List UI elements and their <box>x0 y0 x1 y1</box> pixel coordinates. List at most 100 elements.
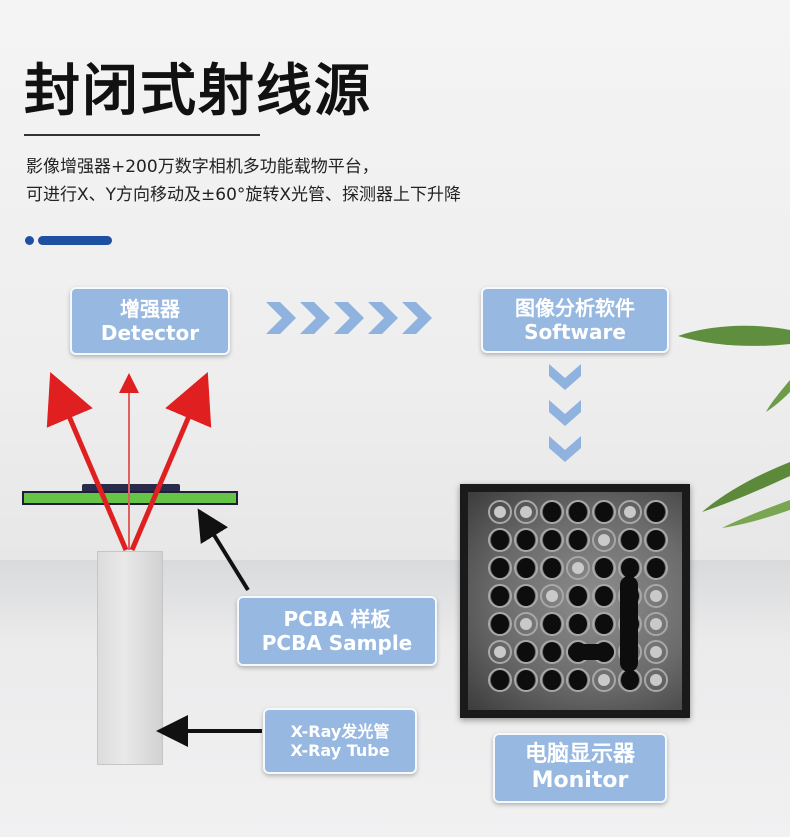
solder-ball <box>517 530 535 550</box>
via-ring <box>592 584 616 608</box>
via-ring <box>540 556 564 580</box>
via-ring <box>540 640 564 664</box>
solder-ball <box>569 670 587 690</box>
via-ring <box>540 612 564 636</box>
via-ring <box>644 556 668 580</box>
solder-ball <box>491 670 509 690</box>
solder-ball <box>647 558 665 578</box>
via-ring <box>488 640 512 664</box>
via-ring <box>488 584 512 608</box>
detector-label: 增强器 Detector <box>70 287 230 355</box>
solder-ball <box>569 530 587 550</box>
solder-ball <box>543 642 561 662</box>
via-ring <box>488 668 512 692</box>
solder-ball <box>491 614 509 634</box>
leaf-icon <box>678 325 790 346</box>
via-ring <box>488 612 512 636</box>
software-label: 图像分析软件 Software <box>481 287 669 353</box>
solder-ball <box>491 586 509 606</box>
solder-ball <box>494 646 506 658</box>
solder-ball <box>543 558 561 578</box>
solder-ball <box>517 558 535 578</box>
pcba-label-cn: PCBA 样板 <box>283 607 391 631</box>
detector-label-en: Detector <box>100 321 200 345</box>
solder-ball <box>647 502 665 522</box>
via-ring <box>514 612 538 636</box>
solder-ball <box>517 586 535 606</box>
via-ring <box>540 584 564 608</box>
xray-image <box>488 500 668 692</box>
solder-ball <box>543 502 561 522</box>
via-ring <box>644 528 668 552</box>
leaf-icon <box>702 462 790 512</box>
monitor-label: 电脑显示器 Monitor <box>493 733 667 803</box>
solder-ball <box>595 614 613 634</box>
via-ring <box>488 556 512 580</box>
solder-ball <box>621 670 639 690</box>
via-ring <box>540 528 564 552</box>
solder-ball <box>650 590 662 602</box>
via-ring <box>644 668 668 692</box>
via-ring <box>514 556 538 580</box>
solder-ball <box>543 530 561 550</box>
solder-ball <box>517 670 535 690</box>
via-ring <box>592 612 616 636</box>
software-label-cn: 图像分析软件 <box>515 296 635 320</box>
solder-ball <box>650 646 662 658</box>
xray-beam-left-icon <box>46 371 129 551</box>
solder-ball <box>491 558 509 578</box>
via-ring <box>592 556 616 580</box>
solder-ball <box>520 506 532 518</box>
via-ring <box>592 528 616 552</box>
description-line-2: 可进行X、Y方向移动及±60°旋转X光管、探测器上下升降 <box>26 185 462 205</box>
via-ring <box>566 668 590 692</box>
via-ring <box>592 500 616 524</box>
via-ring <box>514 640 538 664</box>
pcba-chip <box>82 484 180 492</box>
solder-bridge-vertical <box>620 576 638 672</box>
leaf-icon <box>722 500 790 528</box>
via-ring <box>488 528 512 552</box>
via-ring <box>514 668 538 692</box>
via-ring <box>566 528 590 552</box>
via-ring <box>618 500 642 524</box>
xray-tube-body <box>97 551 163 765</box>
solder-ball <box>650 674 662 686</box>
via-ring <box>566 612 590 636</box>
xray-tube-label-en: X-Ray Tube <box>290 741 390 760</box>
via-ring <box>540 500 564 524</box>
via-ring <box>644 500 668 524</box>
via-ring <box>644 584 668 608</box>
via-ring <box>514 584 538 608</box>
via-ring <box>566 500 590 524</box>
via-ring <box>566 556 590 580</box>
solder-ball <box>569 502 587 522</box>
solder-ball <box>543 614 561 634</box>
solder-ball <box>595 558 613 578</box>
monitor-label-cn: 电脑显示器 <box>524 741 635 767</box>
via-ring <box>566 584 590 608</box>
solder-ball <box>647 530 665 550</box>
solder-ball <box>546 590 558 602</box>
leaf-icon <box>766 380 790 412</box>
solder-ball <box>595 502 613 522</box>
solder-ball <box>491 530 509 550</box>
solder-ball <box>572 562 584 574</box>
xray-beam-right-icon <box>129 371 212 551</box>
via-ring <box>488 500 512 524</box>
solder-ball <box>520 618 532 630</box>
via-ring <box>514 500 538 524</box>
monitor-frame <box>460 484 690 718</box>
solder-ball <box>624 506 636 518</box>
via-ring <box>540 668 564 692</box>
solder-ball <box>621 530 639 550</box>
xray-tube-label-cn: X-Ray发光管 <box>290 721 390 741</box>
solder-ball <box>517 642 535 662</box>
solder-ball <box>595 586 613 606</box>
solder-ball <box>543 670 561 690</box>
monitor-label-en: Monitor <box>531 768 629 793</box>
solder-ball <box>598 534 610 546</box>
via-ring <box>644 640 668 664</box>
xray-tube-label: X-Ray发光管 X-Ray Tube <box>263 708 417 774</box>
